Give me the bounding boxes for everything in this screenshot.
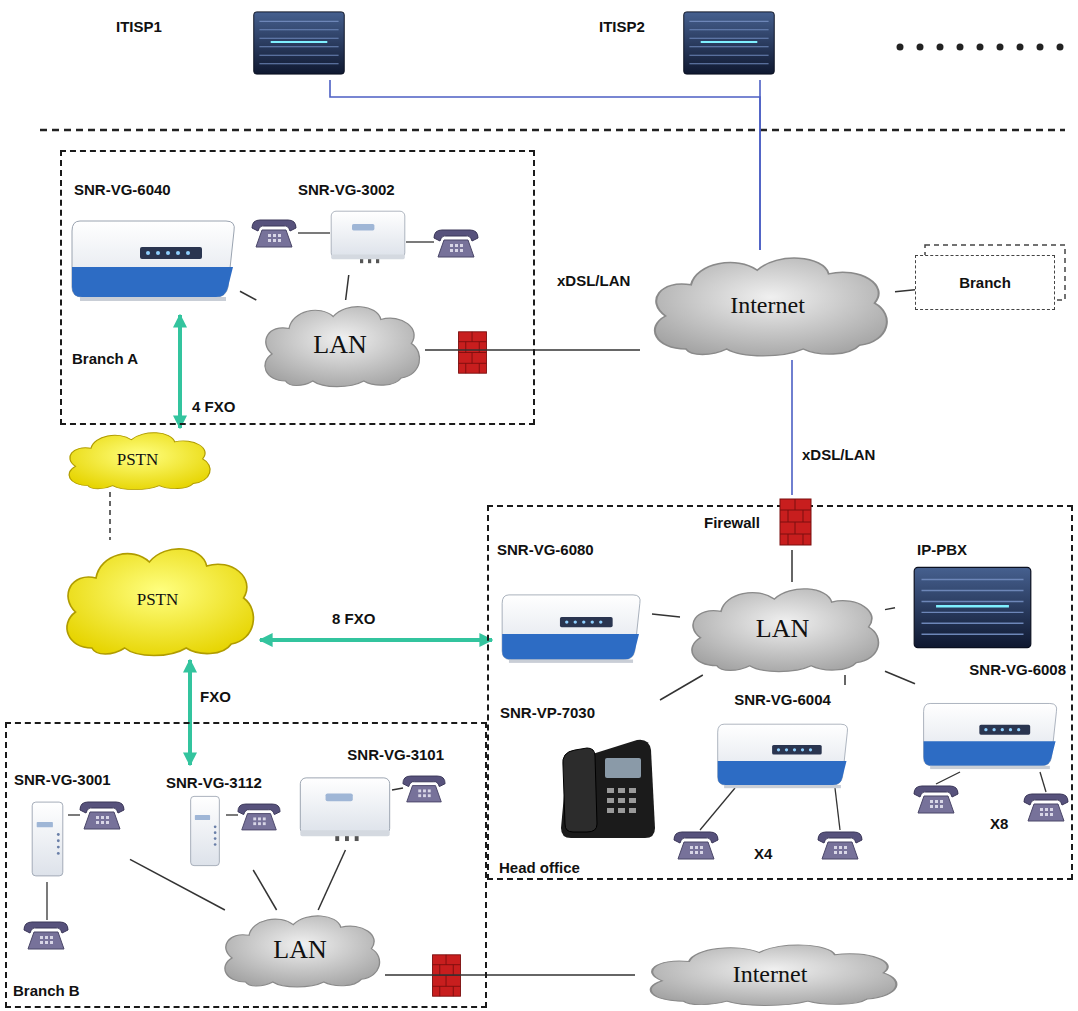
network-link bbox=[885, 608, 895, 610]
network-link bbox=[385, 974, 635, 976]
network-link bbox=[109, 492, 111, 540]
network-link bbox=[885, 671, 915, 684]
device-label: SNR-VG-3002 bbox=[298, 181, 395, 198]
site-region: Head office FirewallSNR-VG-6080 IP-PBX LAN S… bbox=[487, 505, 1073, 880]
network-name: LAN bbox=[313, 330, 366, 360]
site-heading: Branch A bbox=[72, 350, 138, 367]
network-link bbox=[660, 675, 703, 700]
network-name: LAN bbox=[756, 614, 809, 644]
network-name: Internet bbox=[733, 961, 808, 988]
network-name: LAN bbox=[273, 935, 326, 965]
tower-icon bbox=[25, 793, 70, 885]
link-label: 4 FXO bbox=[190, 398, 237, 415]
device-label: ITISP1 bbox=[116, 18, 162, 35]
branch-box: Branch bbox=[915, 255, 1055, 310]
network-link bbox=[425, 349, 640, 351]
fxo-trunk bbox=[260, 638, 492, 642]
gw-icon bbox=[492, 583, 650, 668]
device-label: Branch bbox=[959, 274, 1011, 291]
voip-gateway: SNR-VG-3112 bbox=[160, 765, 285, 870]
pstn-cloud: PSTN bbox=[55, 540, 260, 660]
ipphone-icon bbox=[557, 732, 657, 842]
lan-cloud: LAN bbox=[255, 300, 425, 390]
network-link bbox=[318, 850, 345, 910]
internet-cloud: Internet bbox=[635, 940, 905, 1008]
voip-gateway: SNR-VG-6004 bbox=[700, 685, 865, 795]
fxo-trunk bbox=[178, 315, 182, 428]
device-label: SNR-VG-3101 bbox=[347, 746, 444, 763]
network-link bbox=[652, 614, 680, 617]
fxo-trunk bbox=[188, 660, 192, 765]
device-label: SNR-VG-6080 bbox=[497, 541, 594, 558]
network-link bbox=[791, 360, 793, 495]
device-label: IP-PBX bbox=[917, 541, 967, 558]
network-name: PSTN bbox=[137, 590, 179, 610]
server-icon bbox=[250, 10, 348, 76]
ip-pbx-server: IP-PBX bbox=[895, 535, 1050, 652]
fw-icon bbox=[778, 497, 813, 547]
lan-cloud: LAN bbox=[215, 910, 385, 990]
gw-icon bbox=[68, 207, 238, 307]
site-heading: Branch B bbox=[13, 982, 80, 999]
internet-cloud: Internet bbox=[640, 250, 895, 360]
link-label: xDSL/LAN bbox=[555, 272, 632, 289]
device-label: SNR-VG-3001 bbox=[14, 771, 111, 788]
voip-gateway: SNR-VG-3101 bbox=[290, 742, 450, 850]
gw-icon bbox=[915, 692, 1065, 774]
pstn-cloud: PSTN bbox=[60, 428, 215, 492]
site-region: Branch B SNR-VG-3001 SNR-VG-3112 SNR-VG-310… bbox=[5, 722, 487, 1008]
voip-gateway: SNR-VG-3002 bbox=[290, 175, 420, 275]
server-icon bbox=[895, 565, 1050, 650]
isp-server: ITISP1 bbox=[112, 8, 348, 80]
network-link bbox=[759, 80, 761, 250]
network-link bbox=[130, 859, 225, 910]
network-link bbox=[844, 675, 846, 685]
phone-count: X8 bbox=[988, 815, 1010, 832]
network-link bbox=[346, 275, 349, 300]
phone-count: X4 bbox=[752, 845, 774, 862]
server-icon bbox=[680, 10, 778, 76]
phone-wire bbox=[47, 233, 1046, 920]
device-label: ITISP2 bbox=[599, 18, 645, 35]
link-label: FXO bbox=[198, 688, 233, 705]
continuation-dots bbox=[897, 44, 1064, 51]
device-label: SNR-VP-7030 bbox=[500, 704, 595, 721]
device-label: Firewall bbox=[704, 514, 760, 531]
voip-gateway: SNR-VG-6080 bbox=[492, 535, 652, 675]
lan-cloud: LAN bbox=[680, 582, 885, 675]
separator-line bbox=[40, 129, 1065, 132]
ap-icon bbox=[295, 774, 395, 842]
device-label: SNR-VG-3112 bbox=[166, 774, 262, 791]
ap-icon bbox=[328, 205, 408, 267]
network-link bbox=[895, 290, 915, 292]
network-link bbox=[791, 550, 793, 582]
voip-gateway: SNR-VG-6008 bbox=[915, 657, 1070, 775]
link-label: 8 FXO bbox=[330, 610, 377, 627]
device-label: SNR-VG-6008 bbox=[969, 661, 1066, 678]
voip-gateway: SNR-VG-3001 bbox=[10, 765, 130, 890]
tower-icon bbox=[180, 793, 230, 869]
site-heading: Head office bbox=[499, 859, 580, 876]
network-link bbox=[253, 870, 276, 910]
network-name: PSTN bbox=[117, 450, 159, 470]
voip-gateway: SNR-VG-6040 bbox=[68, 175, 240, 315]
firewall: Firewall bbox=[700, 495, 815, 550]
device-label: SNR-VG-6040 bbox=[74, 181, 171, 198]
device-label: SNR-VG-6004 bbox=[734, 691, 831, 708]
site-region: Branch A SNR-VG-6040 SNR-VG-3002LAN bbox=[60, 150, 535, 425]
network-link bbox=[240, 291, 256, 300]
firewall-icon bbox=[459, 332, 487, 373]
link-label: xDSL/LAN bbox=[800, 446, 877, 463]
gw-icon bbox=[705, 713, 860, 793]
ip-phone: SNR-VP-7030 bbox=[495, 700, 660, 845]
network-name: Internet bbox=[730, 292, 805, 319]
analog-phone bbox=[24, 220, 1068, 949]
isp-server: ITISP2 bbox=[595, 8, 780, 80]
